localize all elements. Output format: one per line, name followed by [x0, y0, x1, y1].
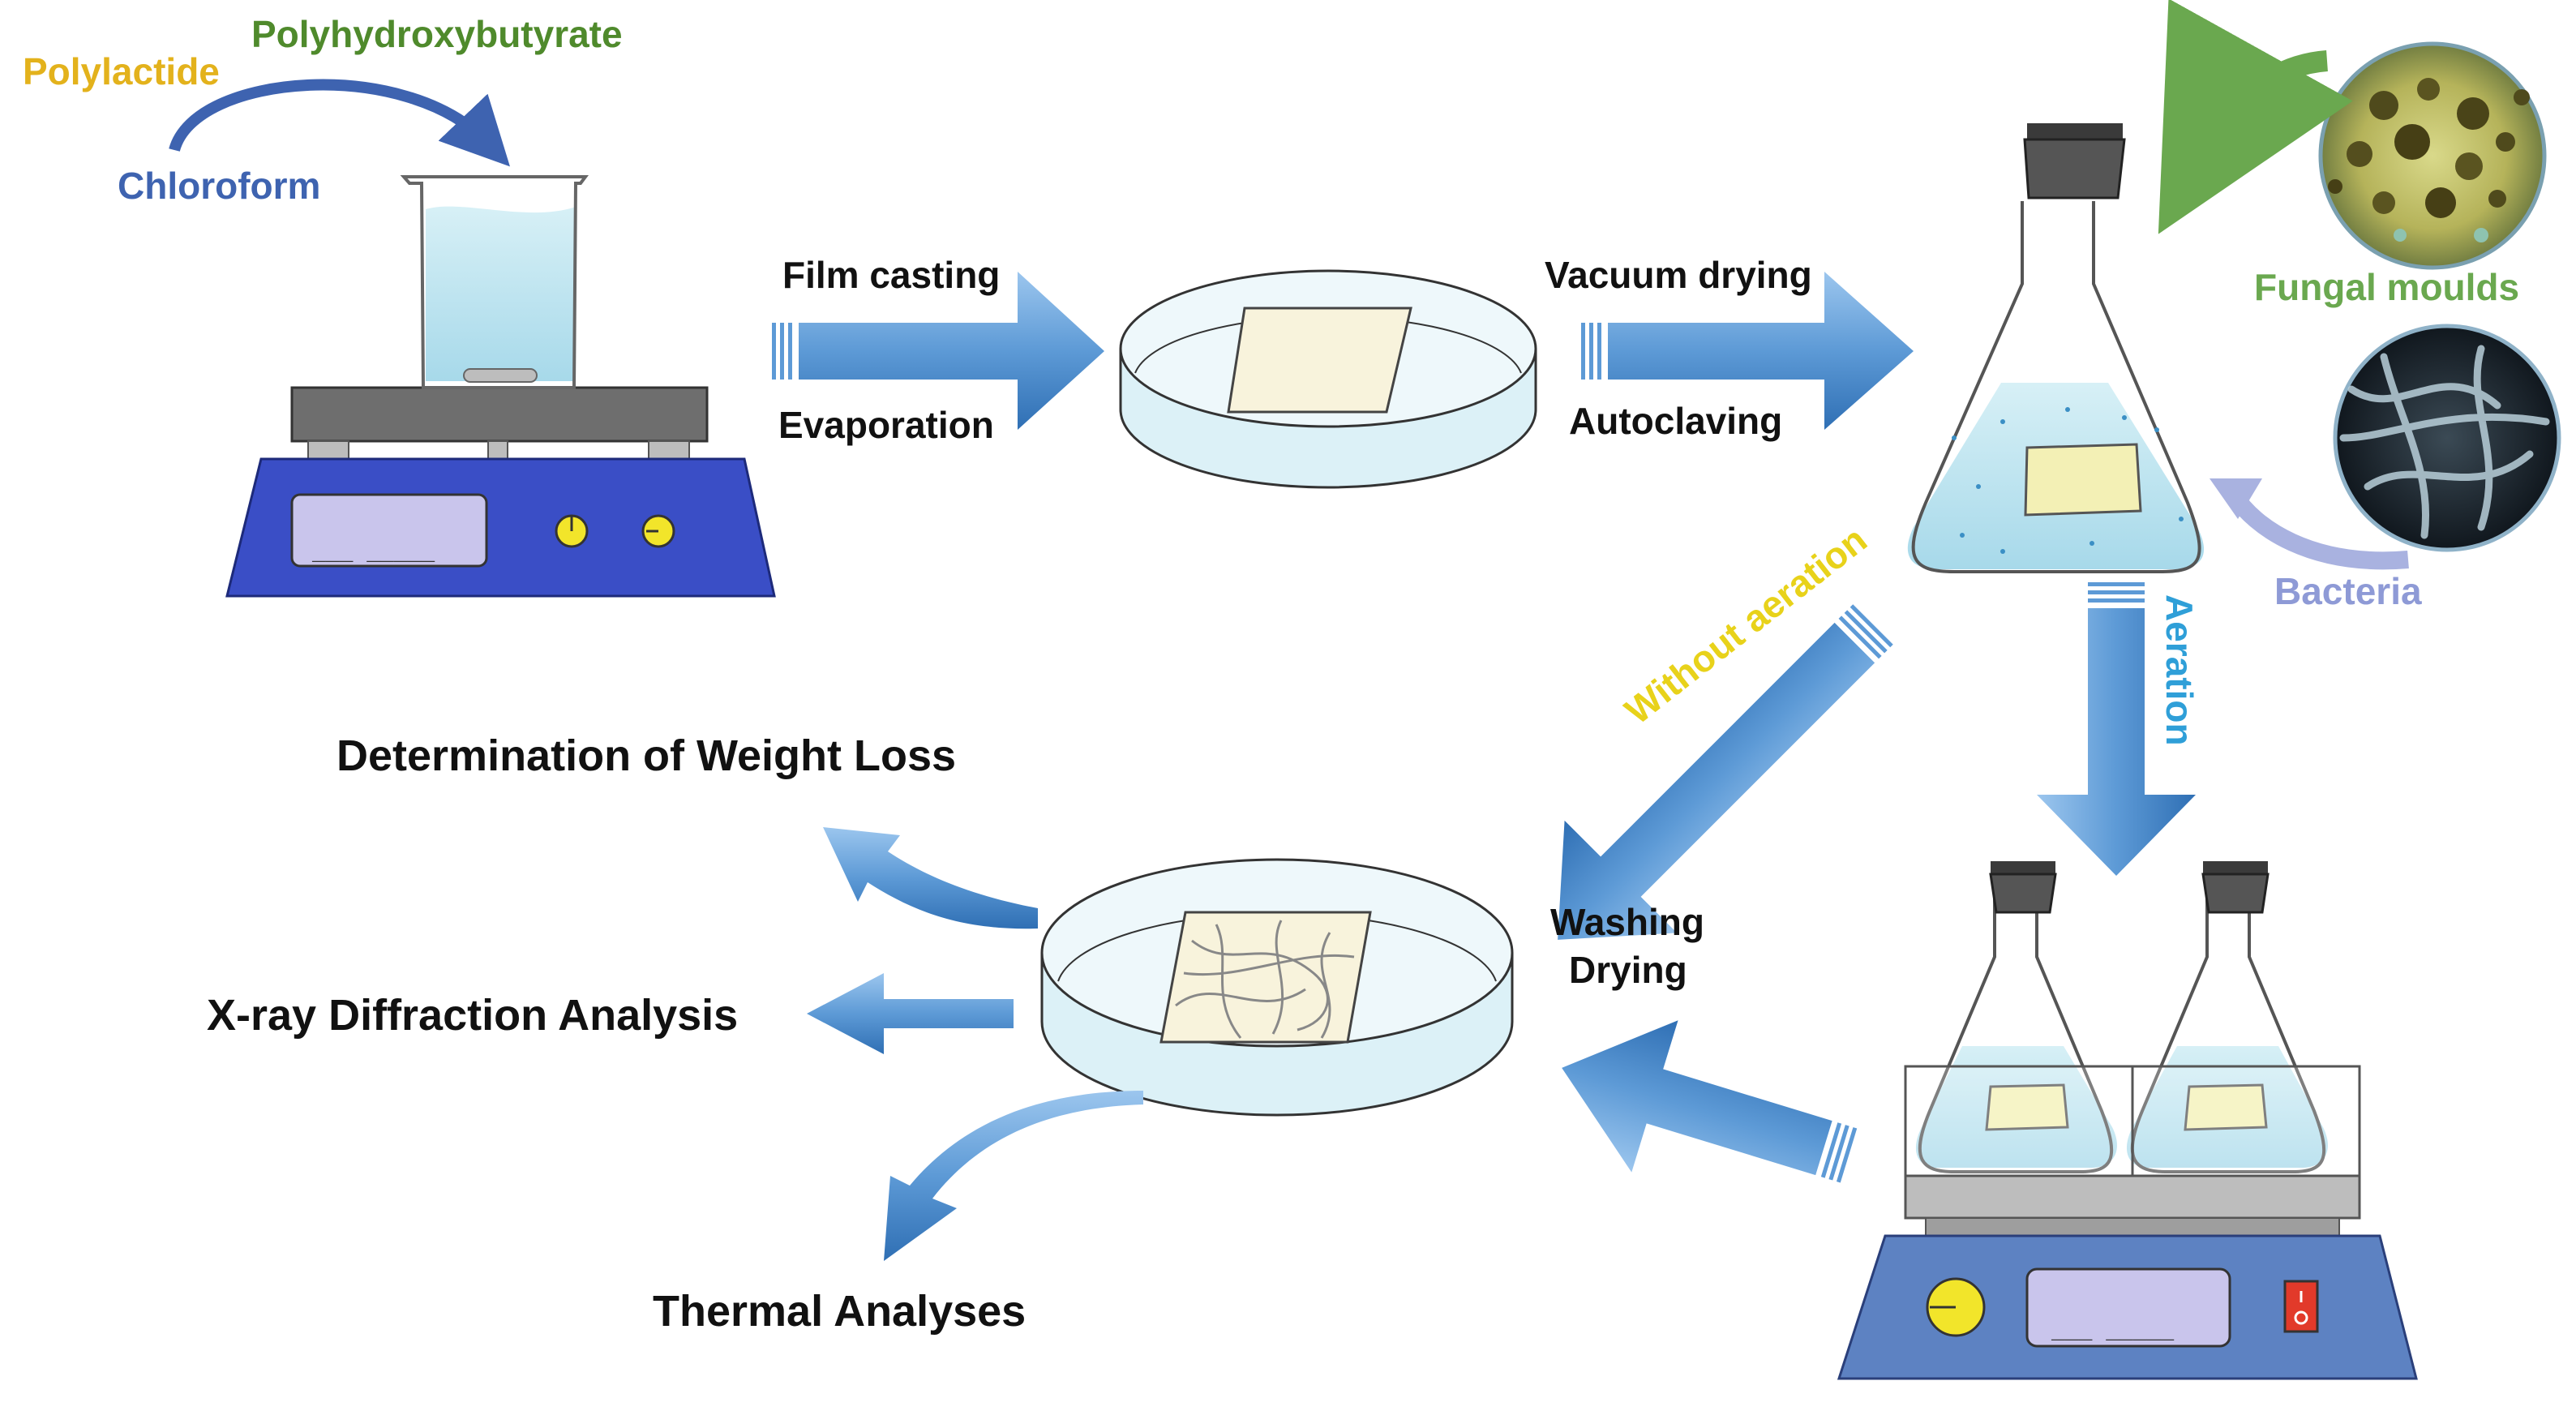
curved-arrow-icon [169, 79, 511, 167]
petri-dish-2 [1040, 858, 1514, 1117]
label-aeration: Aeration [2158, 594, 2201, 746]
curved-arrow-icon [2158, 0, 2353, 234]
label-weight-loss: Determination of Weight Loss [336, 731, 956, 780]
output-arrow-thermal [884, 1091, 1143, 1261]
process-arrow-2 [1581, 272, 1914, 430]
label-autoclaving: Autoclaving [1569, 400, 1782, 442]
label-polyhydroxybutyrate: Polyhydroxybutyrate [251, 13, 623, 55]
label-fungal-moulds: Fungal moulds [2254, 266, 2519, 308]
erlenmeyer-flask [1907, 123, 2205, 573]
stirrer-display-text: ___ _____ [311, 542, 435, 567]
process-arrow-1 [772, 272, 1104, 430]
shaker-display-text: ___ _____ [2051, 1320, 2174, 1345]
label-polylactide: Polylactide [23, 50, 220, 92]
label-bacteria: Bacteria [2274, 570, 2422, 612]
label-vacuum-drying: Vacuum drying [1545, 254, 1812, 296]
label-drying: Drying [1569, 949, 1687, 991]
process-arrow-washing [1562, 1020, 1858, 1183]
label-evaporation: Evaporation [778, 404, 994, 446]
shaker-incubator: ___ _____ [1837, 861, 2418, 1380]
label-thermal: Thermal Analyses [653, 1287, 1026, 1336]
degraded-polymer-film [1159, 911, 1372, 1044]
output-arrow-weight [823, 827, 1038, 929]
output-arrow-xrd [807, 973, 1014, 1054]
beaker [400, 175, 589, 389]
label-film-casting: Film casting [782, 254, 1000, 296]
label-xrd: X-ray Diffraction Analysis [207, 991, 738, 1040]
process-arrow-aeration [2037, 582, 2196, 876]
label-chloroform: Chloroform [118, 165, 320, 207]
fungal-colony-image [2318, 41, 2547, 270]
polymer-film [1227, 307, 1412, 414]
petri-dish-1 [1119, 269, 1537, 489]
process-arrow-without-aeration [1558, 604, 1893, 940]
label-washing: Washing [1550, 901, 1704, 943]
polymer-film [2024, 443, 2142, 517]
bacteria-image [2333, 324, 2561, 552]
magnetic-stirrer-1: ___ _____ [225, 386, 776, 598]
